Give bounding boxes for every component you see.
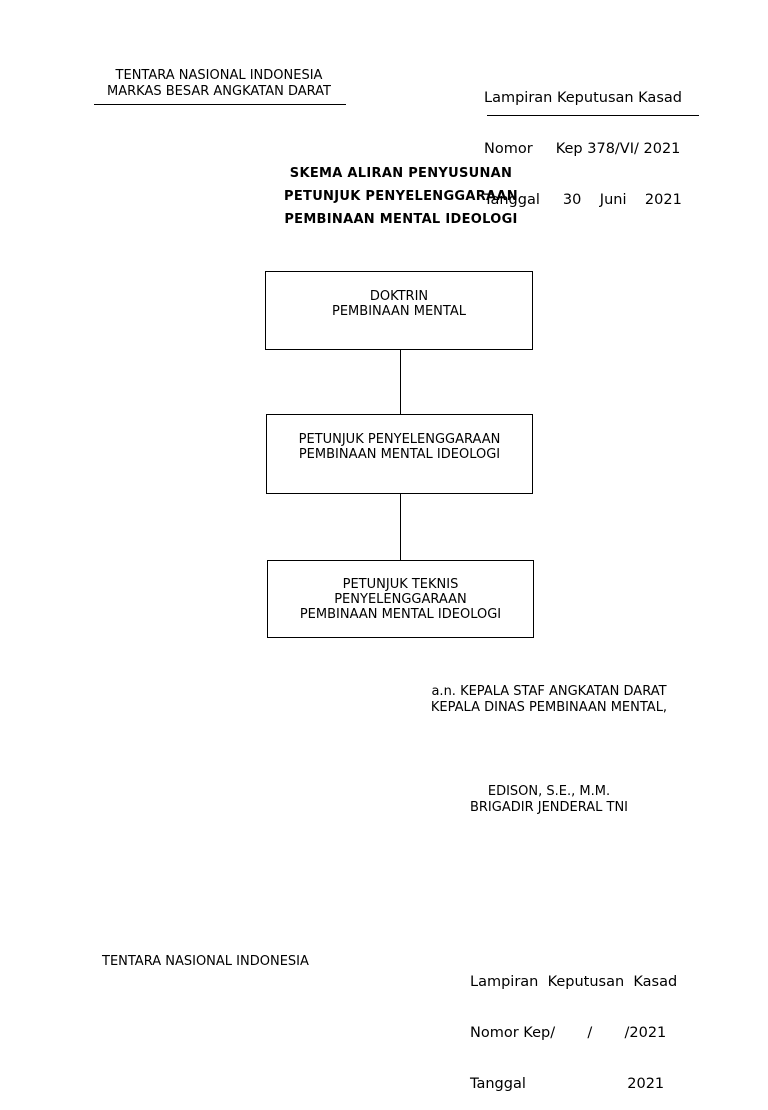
flow-box-implementation-guide: PETUNJUK PENYELENGGARAAN PEMBINAAN MENTA… [266,414,533,494]
flow-box-doctrine: DOKTRIN PEMBINAAN MENTAL [265,271,533,350]
flow-box-doctrine-line2: PEMBINAAN MENTAL [332,304,466,319]
attachment-reference: Lampiran Keputusan Kasad Nomor Kep 378/V… [484,56,700,226]
footer-attachment-reference: Lampiran Keputusan Kasad Nomor Kep/ / /2… [470,940,702,1110]
organization-header: TENTARA NASIONAL INDONESIA MARKAS BESAR … [92,68,346,100]
footer-reference-number: Nomor Kep/ / /2021 [470,1025,667,1041]
footer-reference-title: Lampiran Keputusan Kasad [470,974,678,990]
flow-box-technical-guide: PETUNJUK TEKNIS PENYELENGGARAAN PEMBINAA… [267,560,534,638]
signature-authority: a.n. KEPALA STAF ANGKATAN DARAT KEPALA D… [400,684,698,716]
signatory: EDISON, S.E., M.M. BRIGADIR JENDERAL TNI [400,784,698,816]
document-title-line3: PEMBINAAN MENTAL IDEOLOGI [284,212,518,227]
flow-box-doctrine-line1: DOKTRIN [369,289,429,304]
reference-date: Tanggal 30 Juni 2021 [484,192,682,208]
flow-box-technical-guide-line2: PENYELENGGARAAN [334,592,467,607]
flow-connector-1 [400,350,401,414]
document-title-line2: PETUNJUK PENYELENGGARAAN [284,189,518,204]
flow-box-implementation-guide-line2: PEMBINAAN MENTAL IDEOLOGI [298,447,501,462]
org-name-line2: MARKAS BESAR ANGKATAN DARAT [107,84,331,99]
footer-reference-date: Tanggal 2021 [470,1076,665,1092]
signatory-rank: BRIGADIR JENDERAL TNI [469,800,629,815]
document-title-line1: SKEMA ALIRAN PENYUSUNAN [289,166,513,181]
reference-underline-divider [487,115,699,116]
flow-box-technical-guide-line3: PEMBINAAN MENTAL IDEOLOGI [299,607,502,622]
footer-org-name: TENTARA NASIONAL INDONESIA [102,954,309,969]
org-name-line1: TENTARA NASIONAL INDONESIA [115,68,323,83]
reference-title: Lampiran Keputusan Kasad [484,90,682,106]
signature-on-behalf: a.n. KEPALA STAF ANGKATAN DARAT [431,684,667,699]
flow-box-implementation-guide-line1: PETUNJUK PENYELENGGARAAN [298,432,501,447]
flow-box-technical-guide-line1: PETUNJUK TEKNIS [342,577,459,592]
org-underline-divider [94,104,346,105]
reference-number: Nomor Kep 378/VI/ 2021 [484,141,681,157]
signatory-name: EDISON, S.E., M.M. [487,784,611,799]
signature-position: KEPALA DINAS PEMBINAAN MENTAL, [430,700,668,715]
flow-connector-2 [400,494,401,560]
